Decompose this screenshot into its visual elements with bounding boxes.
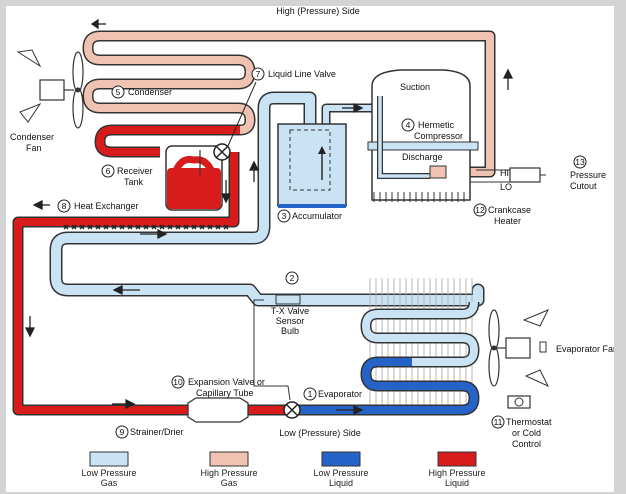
thermostat-label-1: Thermostat — [506, 417, 552, 427]
evaporator-fan-label: Evaporator Fan — [556, 344, 614, 354]
flow-arrows — [24, 18, 514, 416]
sensor-bulb-label-1: T-X Valve — [271, 306, 309, 316]
liquid-line-valve — [213, 81, 257, 161]
condenser-coil — [82, 30, 496, 178]
legend-item: High Pressure Gas — [200, 451, 258, 488]
pressure-cutout-label-1: Pressure — [570, 170, 606, 180]
receiver-tank-label-1: Receiver — [117, 166, 153, 176]
legend-label-2: Liquid — [329, 478, 353, 488]
liquid-line-valve-number: 7 — [256, 69, 261, 79]
sensor-bulb-label-2: Sensor — [276, 316, 305, 326]
pressure-cutout-number: 13 — [575, 157, 585, 167]
receiver-tank-label-2: Tank — [124, 177, 144, 187]
liquid-line-valve-label: Liquid Line Valve — [268, 69, 336, 79]
legend: Low Pressure Gas High Pressure Gas Low P… — [81, 451, 486, 488]
low-side-label: Low (Pressure) Side — [279, 428, 361, 438]
legend-label-2: Liquid — [445, 478, 469, 488]
receiver-tank-number: 6 — [106, 166, 111, 176]
liquid-line — [12, 124, 292, 416]
expansion-valve-label-2: Capillary Tube — [196, 388, 254, 398]
accumulator-number: 3 — [282, 211, 287, 221]
legend-label-1: High Pressure — [428, 468, 485, 478]
refrigeration-diagram: High (Pressure) Side Low (Pressure) Side… — [10, 6, 614, 488]
pressure-cutout-label-2: Cutout — [570, 181, 597, 191]
pressure-cutout — [470, 167, 546, 183]
accumulator — [277, 123, 347, 208]
expansion-valve-number: 10 — [173, 377, 183, 387]
receiver-tank — [165, 145, 223, 211]
evaporator-number: 1 — [308, 389, 313, 399]
suction-label: Suction — [400, 82, 430, 92]
condenser-fan — [16, 49, 84, 129]
legend-label-1: High Pressure — [200, 468, 257, 478]
heat-exchanger-coil — [63, 224, 229, 230]
strainer-number: 9 — [120, 427, 125, 437]
legend-label-1: Low Pressure — [313, 468, 368, 478]
sensor-bulb-label-3: Bulb — [281, 326, 299, 336]
legend-label-2: Gas — [101, 478, 118, 488]
strainer-drier — [187, 397, 249, 423]
compressor-label-2: Compressor — [414, 131, 463, 141]
heat-exchanger-label: Heat Exchanger — [74, 201, 139, 211]
compressor-number: 4 — [406, 120, 411, 130]
legend-label-2: Gas — [221, 478, 238, 488]
crankcase-heater-label-1: Crankcase — [488, 205, 531, 215]
heat-exchanger-number: 8 — [62, 201, 67, 211]
condenser-fan-label-2: Fan — [26, 143, 42, 153]
thermostat-number: 11 — [494, 417, 503, 427]
accumulator-label: Accumulator — [292, 211, 342, 221]
diagram-frame: High (Pressure) Side Low (Pressure) Side… — [6, 6, 614, 492]
condenser-number: 5 — [116, 87, 121, 97]
compressor-label-1: Hermetic — [418, 120, 455, 130]
legend-item: Low Pressure Liquid — [313, 451, 369, 488]
condenser-fan-label-1: Condenser — [10, 132, 54, 142]
expansion-valve — [283, 401, 301, 419]
discharge-label: Discharge — [402, 152, 443, 162]
thermostat — [507, 395, 531, 409]
legend-item: High Pressure Liquid — [428, 451, 486, 488]
evaporator-fan — [488, 309, 550, 388]
sensor-bulb-number: 2 — [290, 273, 295, 283]
crankcase-heater-label-2: Heater — [494, 216, 521, 226]
high-side-label: High (Pressure) Side — [276, 6, 360, 16]
strainer-label: Strainer/Drier — [130, 427, 184, 437]
evaporator-coil — [292, 278, 480, 416]
condenser-label: Condenser — [128, 87, 172, 97]
lo-label: LO — [500, 182, 512, 192]
thermostat-label-2: or Cold — [512, 428, 541, 438]
evaporator-label: Evaporator — [318, 389, 362, 399]
legend-label-1: Low Pressure — [81, 468, 136, 478]
legend-item: Low Pressure Gas — [81, 451, 137, 488]
crankcase-heater-number: 12 — [475, 205, 485, 215]
thermostat-label-3: Control — [512, 439, 541, 449]
hermetic-compressor — [367, 69, 479, 202]
expansion-valve-label-1: Expansion Valve or — [188, 377, 265, 387]
hi-label: HI — [500, 168, 509, 178]
tx-valve-sensor-bulb — [253, 294, 301, 401]
